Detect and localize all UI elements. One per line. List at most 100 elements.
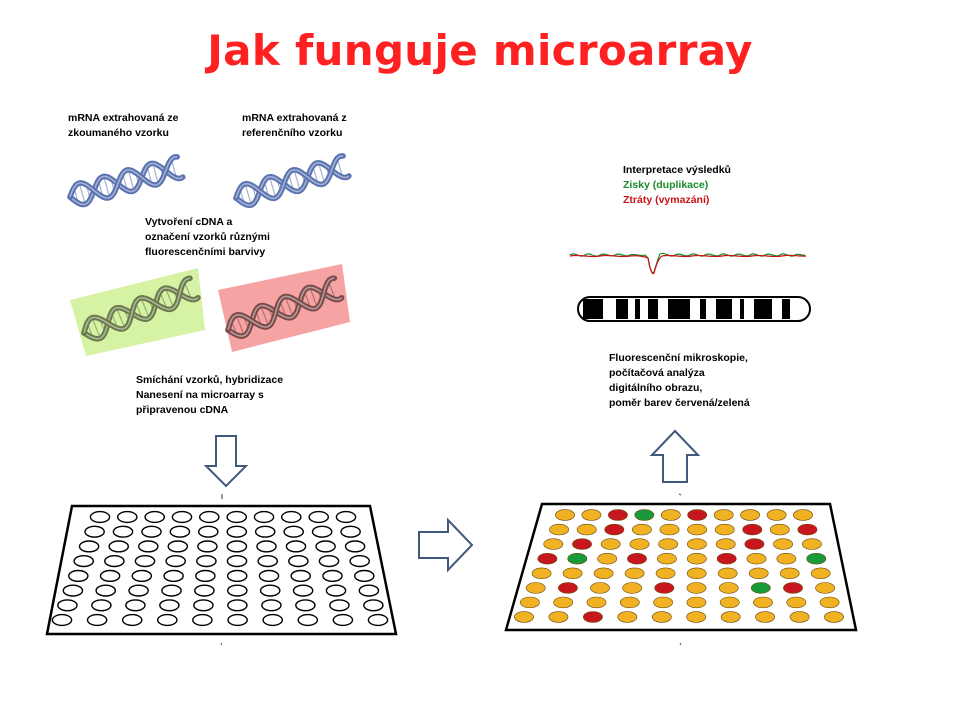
dna-rung — [235, 314, 245, 336]
microarray-spot — [353, 569, 375, 583]
microarray-spot — [226, 510, 247, 524]
microarray-spot — [257, 554, 279, 568]
microarray-spot — [687, 523, 708, 536]
tick-mark — [679, 642, 682, 646]
microarray-spot — [84, 525, 105, 538]
dna-rung — [152, 163, 159, 185]
sample-dna-helix — [67, 154, 186, 208]
microarray-spot — [651, 611, 672, 623]
result-microarray-plate — [504, 502, 858, 632]
microarray-spot — [117, 510, 138, 524]
caption-line: zkoumaného vzorku — [68, 127, 169, 139]
microarray-spot — [824, 611, 844, 623]
loss-signal-line — [569, 254, 807, 275]
microarray-spot — [292, 584, 314, 597]
microarray-spot — [753, 596, 773, 609]
microarray-spot — [686, 567, 707, 579]
microarray-spot — [165, 554, 186, 568]
interpretation-heading: Interpretace výsledků — [623, 164, 731, 176]
microarray-spot — [131, 569, 153, 583]
microarray-spot — [617, 611, 638, 623]
microarray-spot — [793, 509, 813, 521]
microarray-spot — [104, 554, 125, 568]
chromosome-band — [648, 299, 658, 319]
dna-strand-highlight — [227, 286, 343, 337]
right-arrow-icon — [418, 517, 474, 573]
microarray-spot — [583, 611, 603, 623]
caption-cdna-labeling: Vytvoření cDNA a označení vzorků různými… — [145, 215, 270, 260]
microarray-spot — [226, 554, 248, 568]
dna-strand-highlight — [235, 162, 350, 207]
microarray-spot — [121, 613, 143, 627]
chromosome-band — [754, 299, 772, 319]
microarray-spot — [549, 523, 570, 536]
dna-strand-highlight — [83, 287, 199, 340]
microarray-spot — [163, 569, 184, 583]
microarray-spot — [789, 611, 810, 623]
microarray-spot — [553, 596, 574, 609]
microarray-spot — [315, 540, 336, 553]
caption-line: mRNA extrahovaná ze — [68, 112, 179, 124]
dna-strand-highlight — [69, 155, 178, 199]
microarray-spot — [161, 584, 182, 597]
chromosome-band — [700, 299, 706, 319]
microarray-spot — [746, 552, 767, 565]
microarray-spot — [73, 554, 94, 568]
caption-line: připravenou cDNA — [136, 404, 229, 416]
dna-rung — [127, 169, 135, 191]
microarray-spot — [253, 510, 275, 524]
microarray-spot — [226, 584, 248, 597]
microarray-spot — [632, 523, 652, 536]
microarray-spot — [156, 613, 178, 627]
dna-rung — [164, 287, 175, 309]
microarray-spot — [78, 540, 100, 553]
microarray-spot — [226, 525, 248, 538]
microarray-spot — [144, 510, 165, 524]
microarray-spot — [719, 596, 740, 609]
up-arrow-icon — [649, 429, 701, 483]
microarray-spot — [744, 538, 765, 550]
microarray-spot — [537, 552, 558, 565]
empty-spot-grid — [51, 510, 389, 627]
dna-strand — [81, 275, 193, 336]
result-spot-grid — [514, 509, 844, 623]
microarray-spot — [619, 596, 640, 609]
dna-rung — [78, 182, 86, 205]
microarray-spot — [226, 540, 248, 553]
microarray-spot — [597, 552, 618, 565]
dna-strand — [233, 153, 346, 202]
microarray-spot — [196, 554, 217, 568]
microarray-spot — [256, 540, 277, 553]
chromosome-band — [740, 299, 744, 319]
microarray-spot — [99, 569, 121, 583]
chromosome-ideogram — [577, 296, 811, 322]
microarray-spot — [297, 613, 319, 627]
microarray-spot — [197, 525, 219, 538]
microarray-spot — [197, 540, 218, 553]
dna-rung — [260, 305, 270, 327]
microarray-spot — [766, 509, 787, 521]
microarray-spot — [137, 540, 159, 553]
green-labeled-dna-helix — [81, 275, 201, 342]
microarray-spot — [742, 523, 763, 536]
microarray-spot — [687, 509, 708, 521]
dna-strand — [225, 284, 345, 339]
microarray-spot — [531, 567, 552, 579]
microarray-spot — [167, 540, 189, 553]
caption-line: označení vzorků různými — [145, 231, 270, 243]
caption-line: fluorescenčními barvivy — [145, 246, 266, 258]
dna-strand-highlight — [235, 155, 344, 200]
tick-mark — [678, 493, 682, 496]
caption-line: digitálního obrazu, — [609, 382, 703, 394]
chromosome-outline — [577, 296, 811, 322]
microarray-spot — [786, 596, 807, 609]
microarray-spot — [89, 510, 111, 524]
microarray-spot — [226, 569, 248, 583]
microarray-spot — [627, 552, 647, 565]
microarray-spot — [654, 582, 675, 594]
microarray-spot — [769, 523, 790, 536]
microarray-spot — [590, 582, 610, 594]
microarray-spot — [720, 611, 741, 623]
chromosome-band — [583, 299, 603, 319]
microarray-spot — [715, 538, 736, 550]
